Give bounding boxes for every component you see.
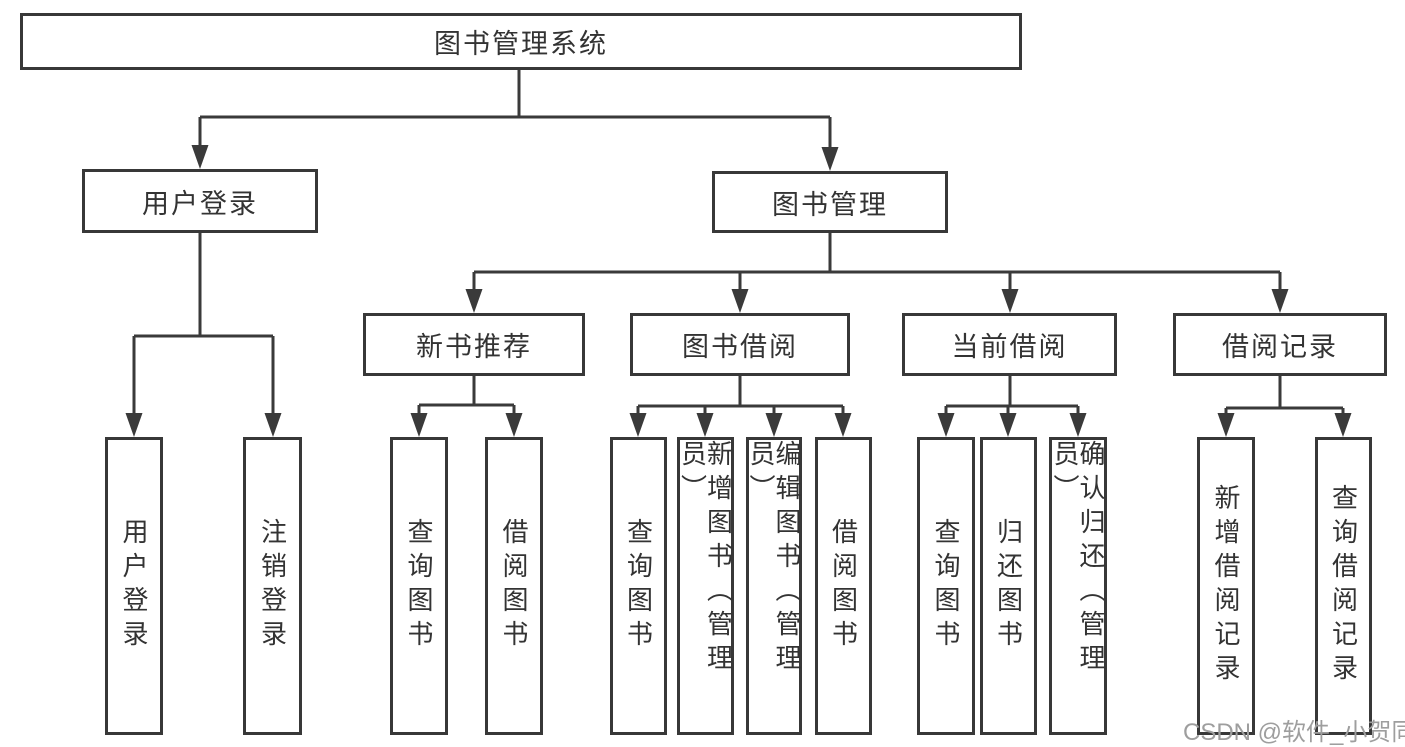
leaf-query-books-2: 查询图书 — [610, 437, 667, 735]
leaf-user-login: 用户登录 — [105, 437, 163, 735]
leaf-logout: 注销登录 — [243, 437, 302, 735]
leaf-confirm-return-admin: 确认归还（管理员） — [1049, 437, 1107, 735]
leaf-return-books: 归还图书 — [980, 437, 1037, 735]
leaf-add-books-admin: 新增图书（管理员） — [677, 437, 734, 735]
csdn-watermark: CSDN @软件_小贺同学 — [1183, 719, 1405, 746]
leaf-edit-books-admin: 编辑图书（管理员） — [746, 437, 802, 735]
leaf-query-books-1: 查询图书 — [390, 437, 448, 735]
node-borrowing-records: 借阅记录 — [1173, 313, 1387, 376]
node-new-book-recommendation: 新书推荐 — [363, 313, 585, 376]
leaf-query-borrow-record: 查询借阅记录 — [1315, 437, 1372, 735]
leaf-add-borrow-record: 新增借阅记录 — [1197, 437, 1255, 735]
node-current-borrowing: 当前借阅 — [902, 313, 1117, 376]
leaf-query-books-3: 查询图书 — [917, 437, 975, 735]
node-user-login: 用户登录 — [82, 169, 318, 233]
node-book-management: 图书管理 — [712, 171, 948, 233]
leaf-borrow-books-1: 借阅图书 — [485, 437, 543, 735]
node-library-management-system: 图书管理系统 — [20, 13, 1022, 70]
node-book-borrowing: 图书借阅 — [630, 313, 850, 376]
leaf-borrow-books-2: 借阅图书 — [815, 437, 872, 735]
